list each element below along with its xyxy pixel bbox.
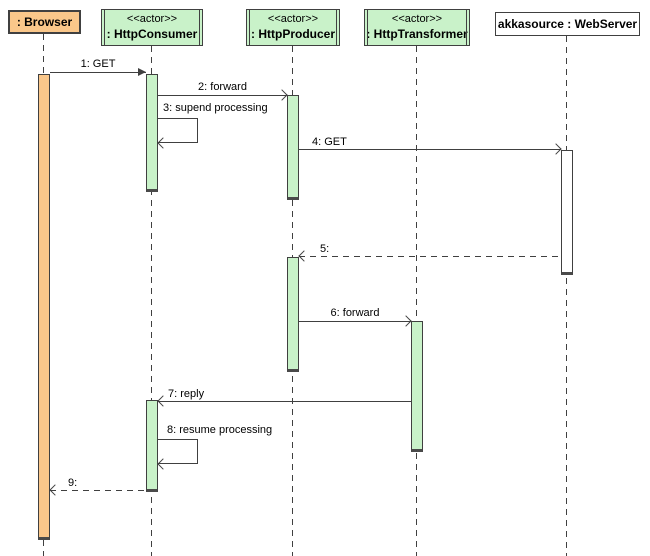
activation-http-producer-2 xyxy=(287,257,299,372)
message-4-label: 4: GET xyxy=(312,136,347,148)
participant-stereotype: <<actor>> xyxy=(267,13,319,26)
message-5-label: 5: xyxy=(320,243,330,255)
activation-http-consumer-1 xyxy=(146,74,158,192)
participant-name: : HttpConsumer xyxy=(106,26,198,41)
participant-name: akkasource : WebServer xyxy=(497,16,638,31)
participant-name: : HttpTransformer xyxy=(366,26,468,41)
message-9-label: 9: xyxy=(68,477,78,489)
message-9-line xyxy=(50,490,146,491)
participant-box-http-transformer: <<actor>> : HttpTransformer xyxy=(364,9,470,46)
message-2-line xyxy=(158,95,287,96)
message-3-self-loop xyxy=(158,118,198,143)
message-5-line xyxy=(299,256,561,257)
message-8-self-loop xyxy=(158,439,198,464)
participant-stereotype: <<actor>> xyxy=(126,13,178,26)
message-2-label: 2: forward xyxy=(198,81,247,93)
participant-box-browser: : Browser xyxy=(8,10,81,34)
activation-browser xyxy=(38,74,50,540)
activation-http-transformer xyxy=(411,321,423,452)
lifeline-http-consumer xyxy=(151,46,152,556)
lifeline-http-transformer xyxy=(416,46,417,556)
message-1-line xyxy=(50,72,146,73)
activation-web-server xyxy=(561,150,573,275)
message-9-arrowhead-icon xyxy=(49,484,61,496)
message-7-arrowhead-icon xyxy=(157,395,169,407)
message-7-label: 7: reply xyxy=(168,388,205,400)
message-8-label: 8: resume processing xyxy=(167,424,273,436)
message-6-label: 6: forward xyxy=(330,307,380,319)
message-1-label: 1: GET xyxy=(80,58,116,70)
participant-name: : Browser xyxy=(16,14,73,29)
message-7-line xyxy=(158,401,411,402)
lifeline-web-server xyxy=(566,36,567,556)
message-5-arrowhead-icon xyxy=(298,250,310,262)
participant-box-http-producer: <<actor>> : HttpProducer xyxy=(246,9,340,46)
participant-box-http-consumer: <<actor>> : HttpConsumer xyxy=(101,9,203,46)
message-6-line xyxy=(299,321,411,322)
participant-name: : HttpProducer xyxy=(251,26,335,41)
activation-http-producer-1 xyxy=(287,95,299,200)
message-1-arrowhead-icon xyxy=(138,68,146,76)
message-3-label: 3: supend processing xyxy=(163,102,268,114)
message-4-arrowhead-icon xyxy=(550,143,562,155)
activation-http-consumer-2 xyxy=(146,400,158,492)
participant-box-web-server: akkasource : WebServer xyxy=(495,12,640,36)
message-4-line xyxy=(299,149,561,150)
participant-stereotype: <<actor>> xyxy=(391,13,443,26)
